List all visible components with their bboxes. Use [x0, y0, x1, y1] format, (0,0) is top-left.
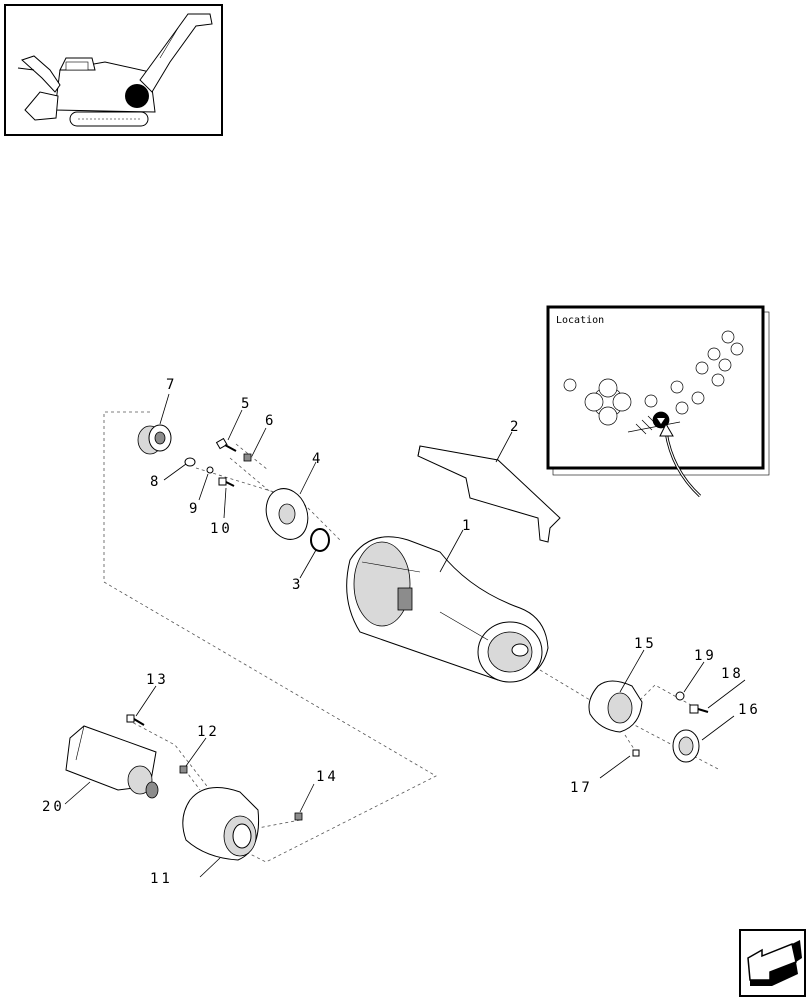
part-3-o-ring[interactable]: [310, 528, 330, 552]
assembly-lines: [103, 411, 721, 863]
callout-20[interactable]: 20: [42, 799, 65, 815]
callout-9[interactable]: 9: [189, 501, 200, 517]
part-13-bolt[interactable]: [126, 714, 145, 726]
leader-lines: [64, 393, 746, 878]
callout-15[interactable]: 15: [634, 636, 657, 652]
part-10-bolt[interactable]: [218, 477, 235, 487]
part-9-washer[interactable]: [206, 466, 214, 474]
machine-thumbnail[interactable]: [4, 4, 223, 136]
callout-3[interactable]: 3: [292, 577, 303, 593]
callout-14[interactable]: 14: [316, 769, 339, 785]
callout-19[interactable]: 19: [694, 648, 717, 664]
return-arrow-button[interactable]: [739, 929, 806, 997]
part-14-nut[interactable]: [294, 812, 303, 821]
part-6-washer[interactable]: [243, 453, 252, 462]
callout-2[interactable]: 2: [510, 419, 521, 435]
part-12-nut[interactable]: [179, 765, 188, 774]
callout-7[interactable]: 7: [166, 377, 177, 393]
part-20-motor[interactable]: [65, 725, 159, 799]
part-7-gear[interactable]: [137, 424, 172, 455]
part-18-bolt[interactable]: [689, 704, 709, 714]
callout-labels: 7 5 6 8 9 10 4 3 2 1 11 12 13 14 20 15 1…: [42, 377, 761, 887]
callout-11[interactable]: 11: [150, 871, 173, 887]
part-2-plate[interactable]: [417, 445, 561, 543]
callout-5[interactable]: 5: [241, 396, 252, 412]
callout-13[interactable]: 13: [146, 672, 169, 688]
part-5-bolt[interactable]: [215, 437, 237, 452]
callout-4[interactable]: 4: [312, 451, 323, 467]
callout-12[interactable]: 12: [197, 724, 220, 740]
callout-16[interactable]: 16: [738, 702, 761, 718]
location-title: Location: [556, 315, 604, 326]
part-11-adapter[interactable]: [182, 787, 260, 861]
callout-6[interactable]: 6: [265, 413, 276, 429]
callout-17[interactable]: 17: [570, 780, 593, 796]
callout-8[interactable]: 8: [150, 474, 161, 490]
callout-10[interactable]: 10: [210, 521, 233, 537]
part-17-screw[interactable]: [632, 749, 640, 757]
return-arrow-icon: [747, 940, 802, 986]
part-19-washer[interactable]: [675, 691, 685, 701]
callout-1[interactable]: 1: [462, 518, 473, 534]
part-1-housing[interactable]: [346, 536, 549, 683]
part-15-bearing-housing[interactable]: [588, 680, 643, 733]
part-16-bearing[interactable]: [672, 729, 700, 763]
part-4-flange[interactable]: [259, 483, 314, 546]
callout-18[interactable]: 18: [721, 666, 744, 682]
part-8-washer[interactable]: [184, 457, 196, 467]
location-map: [563, 330, 744, 498]
location-inset: Location: [546, 305, 770, 498]
harvester-machine-icon: [17, 13, 213, 127]
